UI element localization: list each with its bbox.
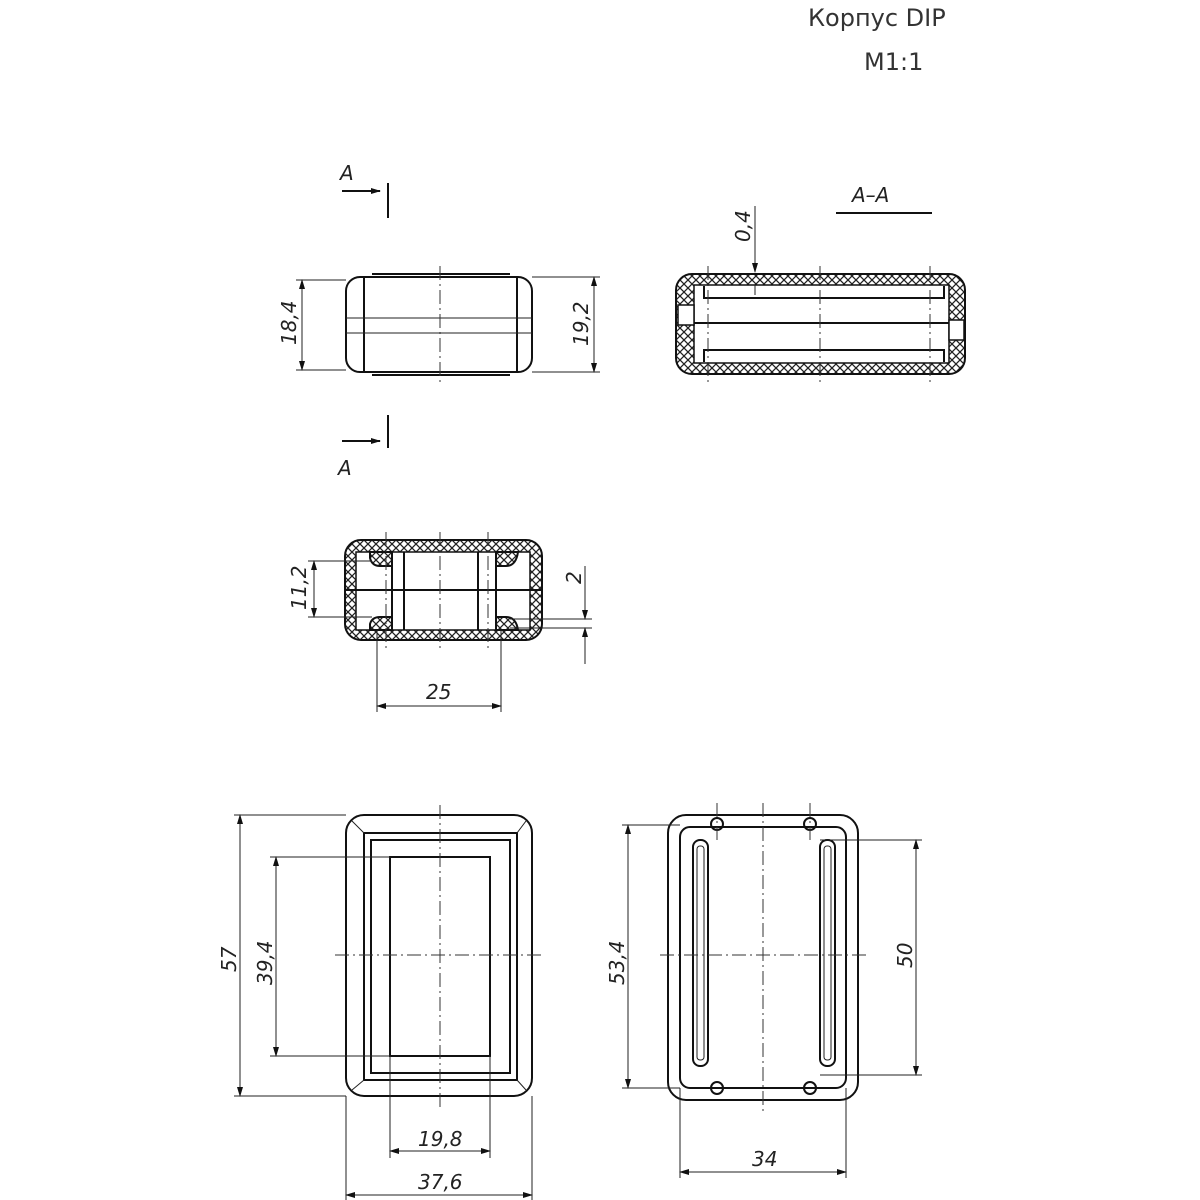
front-view: 57 39,4 19,8 37,6 xyxy=(217,805,545,1200)
section-title: A–A xyxy=(850,183,889,207)
section-label-bottom: A xyxy=(336,456,352,480)
section-marker-top: A xyxy=(338,161,389,218)
dim-side-left: 18,4 xyxy=(277,300,301,345)
dim-gap: 2 xyxy=(562,571,586,584)
section-marker-bottom: A xyxy=(336,415,389,480)
dim-window-width: 19,8 xyxy=(418,1127,463,1151)
dim-inner-height: 11,2 xyxy=(287,565,311,610)
drawing-scale: M1:1 xyxy=(864,48,923,76)
back-view: 53,4 50 34 xyxy=(605,803,922,1178)
drawing-title: Корпус DIP xyxy=(808,4,946,32)
dim-back-height: 53,4 xyxy=(605,940,629,985)
dim-inner-width: 25 xyxy=(426,680,451,704)
dim-side-right: 19,2 xyxy=(569,301,593,346)
dim-wall: 0,4 xyxy=(731,210,755,242)
dim-back-width: 34 xyxy=(752,1147,777,1171)
section-a-a: A–A 0,4 xyxy=(675,183,966,384)
side-view: 18,4 19,2 xyxy=(277,266,600,384)
dim-front-width: 37,6 xyxy=(418,1170,463,1194)
dim-window-height: 39,4 xyxy=(253,940,277,985)
cross-section: 11,2 2 25 xyxy=(287,532,592,712)
section-label-top: A xyxy=(338,161,354,185)
dim-front-height: 57 xyxy=(217,946,241,972)
dim-hole-spacing: 50 xyxy=(893,943,917,968)
